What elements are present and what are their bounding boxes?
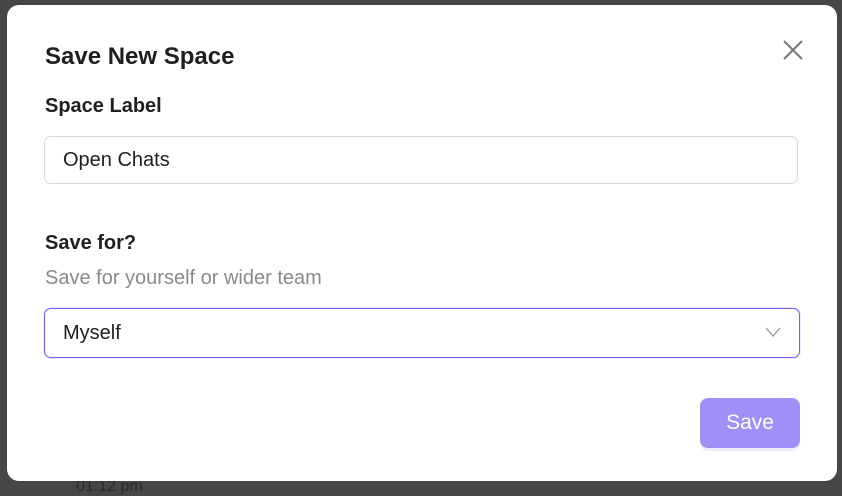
- save-for-hint: Save for yourself or wider team: [45, 267, 322, 289]
- close-icon[interactable]: [781, 38, 805, 62]
- space-label-input[interactable]: Open Chats: [44, 136, 798, 184]
- save-for-select[interactable]: Myself: [44, 308, 800, 358]
- chevron-down-icon: [765, 327, 781, 337]
- background-timestamp: 01:12 pm: [76, 478, 143, 495]
- space-label-heading: Space Label: [45, 95, 162, 117]
- save-for-heading: Save for?: [45, 232, 137, 254]
- modal-title: Save New Space: [45, 43, 235, 70]
- save-for-selected-value: Myself: [63, 322, 121, 344]
- save-space-modal: Save New Space Space Label Open Chats Sa…: [7, 5, 837, 481]
- save-button[interactable]: Save: [700, 398, 800, 448]
